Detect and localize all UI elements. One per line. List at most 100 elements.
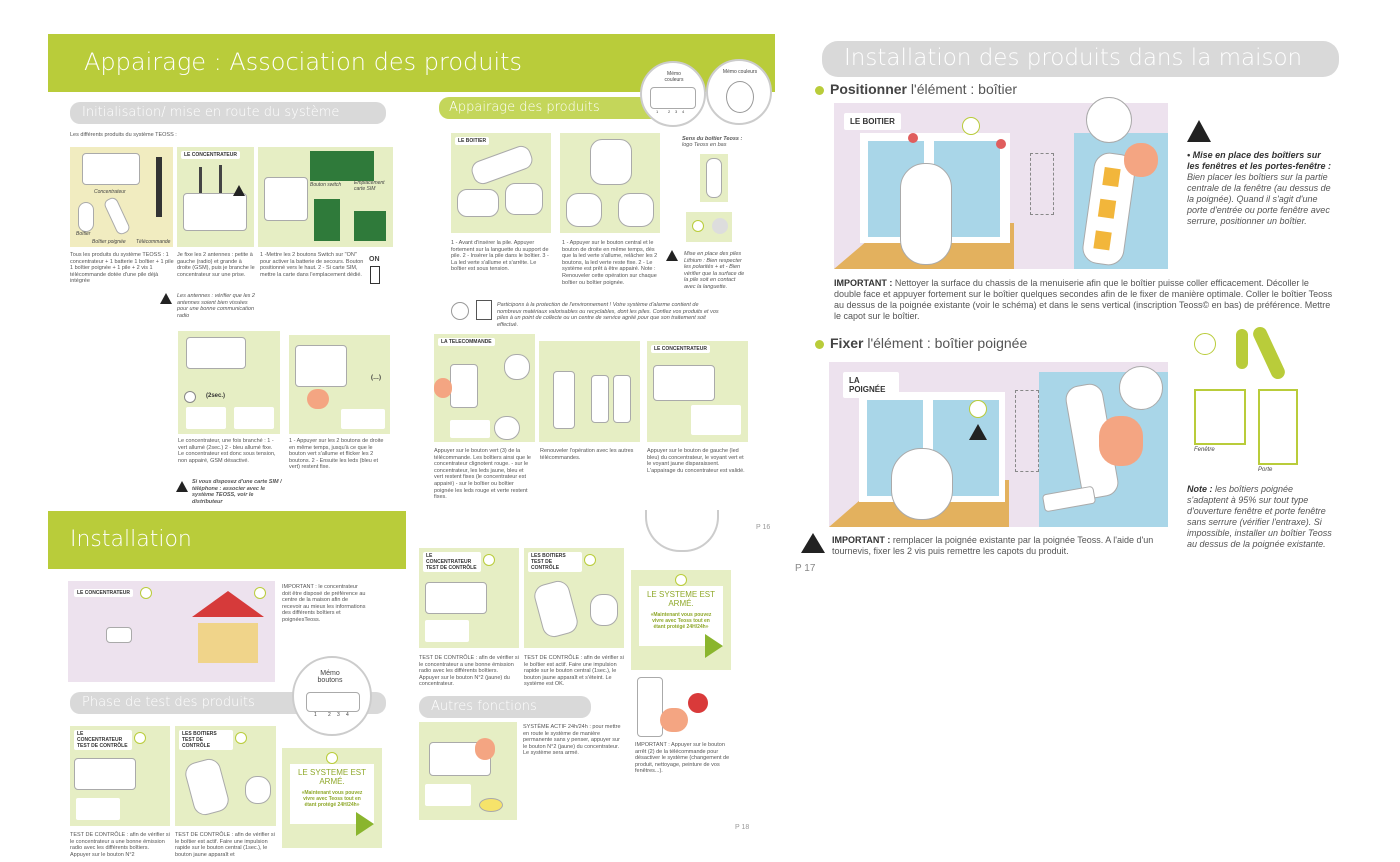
init-text-5: 1 - Appuyer sur les 2 boutons de droite … — [289, 438, 384, 471]
warning-icon — [969, 424, 987, 440]
dots-label: (…) — [371, 375, 381, 381]
fixer-heading: Fixer l'élément : boîtier poignée — [815, 335, 1027, 351]
warning-icon — [1187, 120, 1211, 142]
warning-icon — [666, 250, 678, 261]
boitier-image — [494, 416, 520, 440]
pos-note-body: Bien placer les boîtiers sur la partie c… — [1187, 172, 1331, 226]
init-intro: Les différents produits du système TEOSS… — [70, 132, 177, 138]
sens-sub: logo Teoss en bas — [682, 142, 727, 148]
products-panel: Concentrateur Boîtier Boîtier poignée Té… — [70, 147, 173, 247]
boitier-vertical-image — [706, 158, 722, 198]
led-card-2 — [234, 407, 274, 429]
yellow-led-icon — [479, 798, 503, 812]
boitier-position-title: LE BOITIER — [844, 113, 901, 130]
autres-telecommandes-panel — [539, 341, 640, 442]
lithium-note: Mise en place des piles Lithium : Bien r… — [684, 251, 745, 290]
boitier-image — [590, 594, 618, 626]
concentrateur-validate-text: Appuyer sur le bouton de gauche (led ble… — [647, 448, 745, 474]
label-boitier: Boîtier — [76, 231, 91, 237]
memo-couleurs-label-2: Mémo couleurs — [722, 69, 758, 75]
important-body: Nettoyer la surface du chassis de la men… — [834, 278, 1333, 321]
house-floor — [198, 623, 258, 663]
p18-systeme-arme-sub: «Maintenant vous pouvez vivre avec Teoss… — [650, 612, 712, 630]
boitier-open-image — [505, 183, 543, 215]
window-outline — [1194, 389, 1246, 445]
sticker-pad — [1097, 198, 1117, 219]
systeme-arme-panel: LE SYSTEME EST ARMÉ. «Maintenant vous po… — [282, 748, 382, 848]
concentrateur-panel-title: LE CONCENTRATEUR — [651, 345, 710, 353]
check-icon — [1194, 333, 1216, 355]
hand-icon — [434, 378, 452, 398]
battery-icon — [712, 218, 728, 234]
concentrator-image — [653, 365, 715, 401]
sim-slot-image — [354, 211, 386, 241]
p18-test-concentrateur-panel: LE CONCENTRATEUR TEST DE CONTRÔLE — [419, 548, 519, 648]
bullet-icon — [815, 85, 824, 95]
warning-icon — [233, 185, 245, 196]
hand-icon — [660, 708, 688, 732]
warning-icon — [801, 533, 825, 553]
led-card — [691, 405, 741, 435]
init-text-1: Tous les produits du système TEOSS : 1 c… — [70, 252, 174, 285]
boitier-image — [245, 776, 271, 804]
page-number-17: P 17 — [795, 563, 816, 574]
check-icon — [483, 554, 495, 566]
lithium-image — [686, 212, 732, 242]
concentrator-image — [425, 582, 487, 614]
led-card — [425, 620, 469, 642]
pcb-zoom-image — [314, 199, 340, 241]
boitier-text-b: 1 - Appuyer sur le bouton central et le … — [562, 240, 658, 286]
autres-panel — [419, 722, 517, 820]
page-number-16: P 16 — [756, 524, 771, 531]
label-emplacement-sim: Emplacement carte SIM — [354, 180, 385, 192]
led-card — [425, 784, 471, 806]
autres-telecommandes-text: Renouveler l'opération avec les autres t… — [540, 448, 634, 461]
memo-digit: 2 — [668, 109, 671, 114]
fixer-rest: l'élément : boîtier poignée — [863, 335, 1028, 351]
boitier-image — [590, 139, 632, 185]
label-concentrateur: Concentrateur — [94, 189, 126, 195]
boitier-text-a: 1 - Avant d'insérer la pile. Appuyer for… — [451, 240, 549, 273]
concentrateur-powered-panel: (2sec.) — [178, 331, 280, 434]
sens-image — [700, 154, 728, 202]
concentrateur-setup-panel: LE CONCENTRATEUR — [177, 147, 254, 247]
boitier-image — [504, 354, 530, 380]
pos-note-title: • Mise en place des boîtiers sur les fen… — [1187, 150, 1332, 171]
dashed-outline — [1015, 390, 1039, 472]
test-boitiers-panel: LES BOITIERS TEST DE CONTRÔLE — [175, 726, 276, 826]
check-icon — [969, 400, 987, 418]
step-zoom-circle — [1086, 97, 1132, 143]
concentrator-back-image — [264, 177, 308, 221]
concentrator-mini-image — [306, 692, 360, 712]
boitier-panel-title: LE BOITIER — [455, 137, 490, 145]
bullet-icon — [815, 339, 824, 349]
poignee-image — [102, 195, 132, 237]
boitier-mini-image — [726, 81, 754, 113]
poignee-panel: LA POIGNÉE — [829, 362, 1168, 527]
memo-digit: 2 — [328, 712, 331, 718]
check-icon — [140, 587, 152, 599]
concentrateur-panel-title: LE CONCENTRATEUR — [181, 151, 240, 159]
bin-icon — [476, 300, 492, 320]
fenetre-label: Fenêtre — [1194, 447, 1215, 453]
boitier-image — [182, 756, 232, 818]
boitier-zoom-circle — [900, 163, 952, 265]
installation-maison-title: Installation des produits dans la maison — [844, 45, 1303, 71]
led-card-1 — [186, 407, 226, 429]
memo-digit: 3 — [675, 109, 678, 114]
label-telecommande: Télécommande — [136, 239, 171, 245]
important2-label: IMPORTANT : — [832, 535, 891, 545]
check-icon — [675, 574, 687, 586]
appairage-heading-text: Appairage des produits — [449, 100, 600, 115]
porte-label: Porte — [1258, 467, 1273, 473]
concentrator-image — [186, 337, 246, 369]
label-poignee: Boîtier poignée — [92, 239, 126, 245]
hand-ok-icon — [1124, 143, 1158, 177]
boitier-image — [78, 202, 94, 232]
systeme-arme-sub: «Maintenant vous pouvez vivre avec Teoss… — [301, 790, 363, 808]
installation-banner: Installation — [48, 511, 406, 569]
boitier-panel-2 — [560, 133, 660, 233]
remote-image — [591, 375, 609, 423]
init-text-2: Je fixe les 2 antennes : petite à gauche… — [177, 252, 255, 278]
concentrateur-press-panel: (…) — [289, 335, 390, 434]
